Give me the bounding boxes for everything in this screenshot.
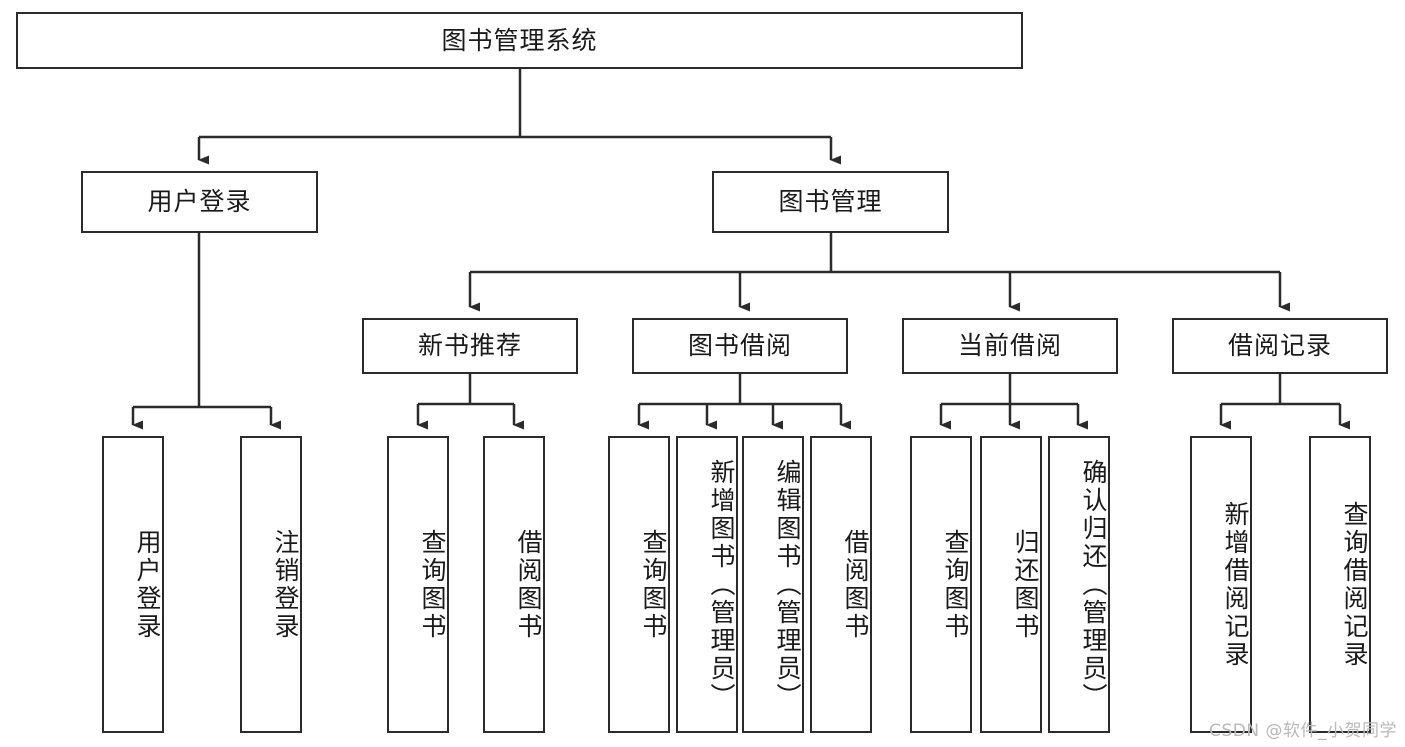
leaf-borrow-edit-book-admin[interactable]: 编辑图书（管理员） [742, 436, 804, 733]
node-label: 图书借阅 [687, 331, 792, 361]
node-book-management[interactable]: 图书管理 [712, 171, 949, 233]
node-label: 确认归还（管理员） [1079, 458, 1108, 711]
node-label: 当前借阅 [957, 331, 1062, 361]
node-label: 借阅图书 [841, 528, 870, 641]
node-label: 查询图书 [418, 528, 447, 641]
csdn-watermark: CSDN @软件_小贺同学 [1209, 721, 1397, 741]
leaf-borrow-borrow-books[interactable]: 借阅图书 [810, 436, 872, 733]
node-new-book-recommendation[interactable]: 新书推荐 [362, 318, 578, 374]
node-label: 查询图书 [941, 528, 970, 641]
node-label: 归还图书 [1011, 528, 1040, 641]
node-label: 图书管理系统 [441, 25, 598, 55]
node-label: 用户登录 [147, 187, 252, 217]
leaf-current-query-books[interactable]: 查询图书 [910, 436, 972, 733]
node-root-book-management-system[interactable]: 图书管理系统 [16, 12, 1023, 69]
node-label: 查询借阅记录 [1340, 500, 1369, 669]
node-current-borrow[interactable]: 当前借阅 [902, 318, 1118, 374]
leaf-current-return-books[interactable]: 归还图书 [980, 436, 1042, 733]
leaf-record-add-borrow-record[interactable]: 新增借阅记录 [1190, 436, 1252, 733]
leaf-record-query-borrow-record[interactable]: 查询借阅记录 [1309, 436, 1371, 733]
node-label: 用户登录 [133, 528, 162, 641]
node-label: 新增借阅记录 [1221, 500, 1250, 669]
node-label: 查询图书 [639, 528, 668, 641]
leaf-new-book-query-books[interactable]: 查询图书 [387, 436, 449, 733]
node-user-login[interactable]: 用户登录 [81, 171, 318, 233]
node-label: 借阅图书 [514, 528, 543, 641]
node-label: 注销登录 [271, 528, 300, 641]
node-label: 新增图书（管理员） [707, 458, 736, 711]
node-label: 借阅记录 [1227, 331, 1332, 361]
node-label: 新书推荐 [417, 331, 522, 361]
leaf-borrow-query-books[interactable]: 查询图书 [608, 436, 670, 733]
leaf-current-confirm-return-admin[interactable]: 确认归还（管理员） [1048, 436, 1110, 733]
leaf-borrow-add-book-admin[interactable]: 新增图书（管理员） [676, 436, 738, 733]
leaf-user-login-login[interactable]: 用户登录 [102, 436, 164, 733]
leaf-user-login-logout[interactable]: 注销登录 [240, 436, 302, 733]
node-book-borrow[interactable]: 图书借阅 [632, 318, 848, 374]
node-label: 图书管理 [778, 187, 883, 217]
leaf-new-book-borrow-books[interactable]: 借阅图书 [483, 436, 545, 733]
node-label: 编辑图书（管理员） [773, 458, 802, 711]
node-borrow-record[interactable]: 借阅记录 [1172, 318, 1388, 374]
